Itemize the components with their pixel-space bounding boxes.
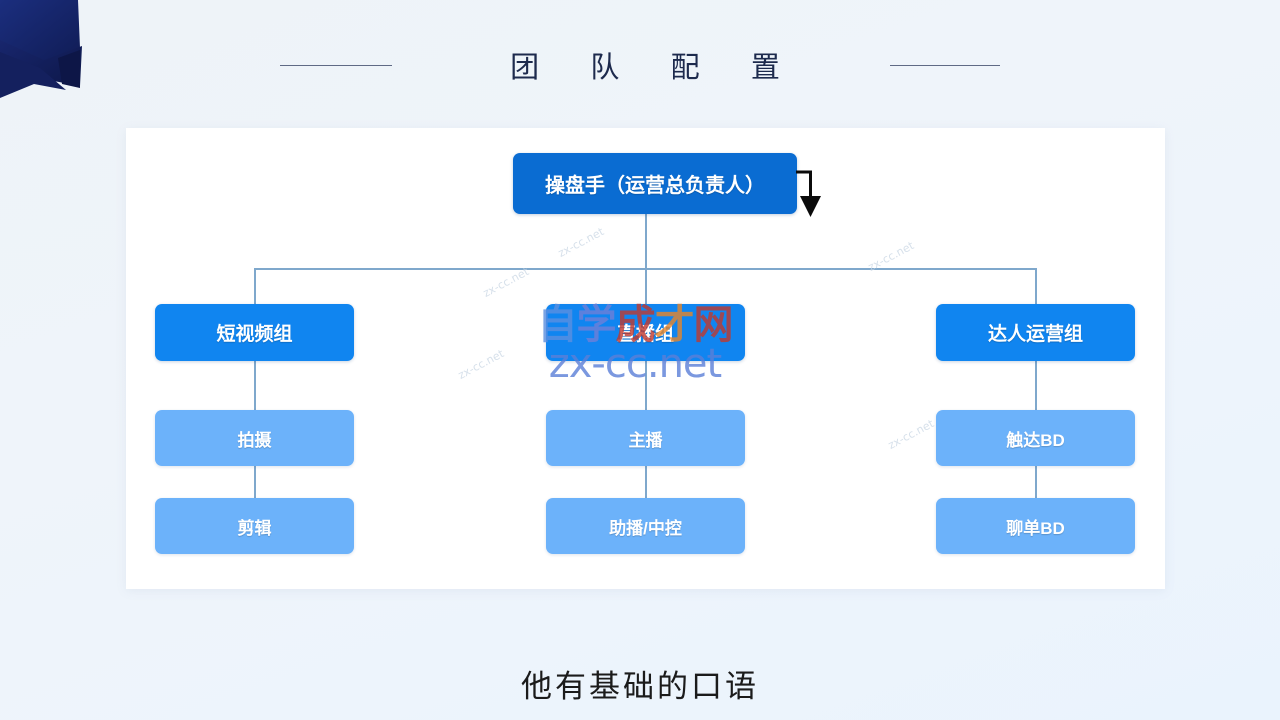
subtitle-caption: 他有基础的口语: [521, 669, 759, 704]
connector-center-col-1: [645, 360, 647, 410]
node-short-video-group[interactable]: 短视频组: [155, 304, 354, 361]
faint-watermark: zx-cc.net: [455, 347, 507, 382]
down-arrow-pointer-icon: [794, 168, 828, 225]
org-chart-card: zx-cc.net zx-cc.net zx-cc.net zx-cc.net …: [126, 128, 1165, 589]
connector-drop-left: [254, 268, 256, 304]
node-filming[interactable]: 拍摄: [155, 410, 354, 466]
node-assistant-control[interactable]: 助播/中控: [546, 498, 745, 554]
page-title: 团 队 配 置: [510, 52, 802, 84]
node-influencer-ops-group[interactable]: 达人运营组: [936, 304, 1135, 361]
node-reach-bd[interactable]: 触达BD: [936, 410, 1135, 466]
connector-left-col-1: [254, 360, 256, 410]
connector-drop-center: [645, 268, 647, 304]
connector-drop-right: [1035, 268, 1037, 304]
connector-center-col-2: [645, 466, 647, 498]
org-chart: zx-cc.net zx-cc.net zx-cc.net zx-cc.net …: [126, 128, 1165, 589]
faint-watermark: zx-cc.net: [885, 417, 937, 452]
connector-right-col-1: [1035, 360, 1037, 410]
node-live-stream-group[interactable]: 直播组: [546, 304, 745, 361]
node-chat-bd[interactable]: 聊单BD: [936, 498, 1135, 554]
node-editing[interactable]: 剪辑: [155, 498, 354, 554]
title-rule-left: [280, 64, 393, 66]
title-rule-right: [889, 64, 1000, 66]
node-anchor[interactable]: 主播: [546, 410, 745, 466]
slide-title-bar: 团 队 配 置: [0, 44, 1280, 86]
faint-watermark: zx-cc.net: [555, 225, 607, 260]
node-root-operations-lead[interactable]: 操盘手（运营总负责人）: [513, 153, 797, 214]
connector-root-stem: [645, 214, 647, 270]
faint-watermark: zx-cc.net: [480, 265, 532, 300]
connector-left-col-2: [254, 466, 256, 498]
ribbon-shape: [0, 0, 82, 98]
corner-ribbon-decoration: [0, 0, 120, 110]
connector-right-col-2: [1035, 466, 1037, 498]
